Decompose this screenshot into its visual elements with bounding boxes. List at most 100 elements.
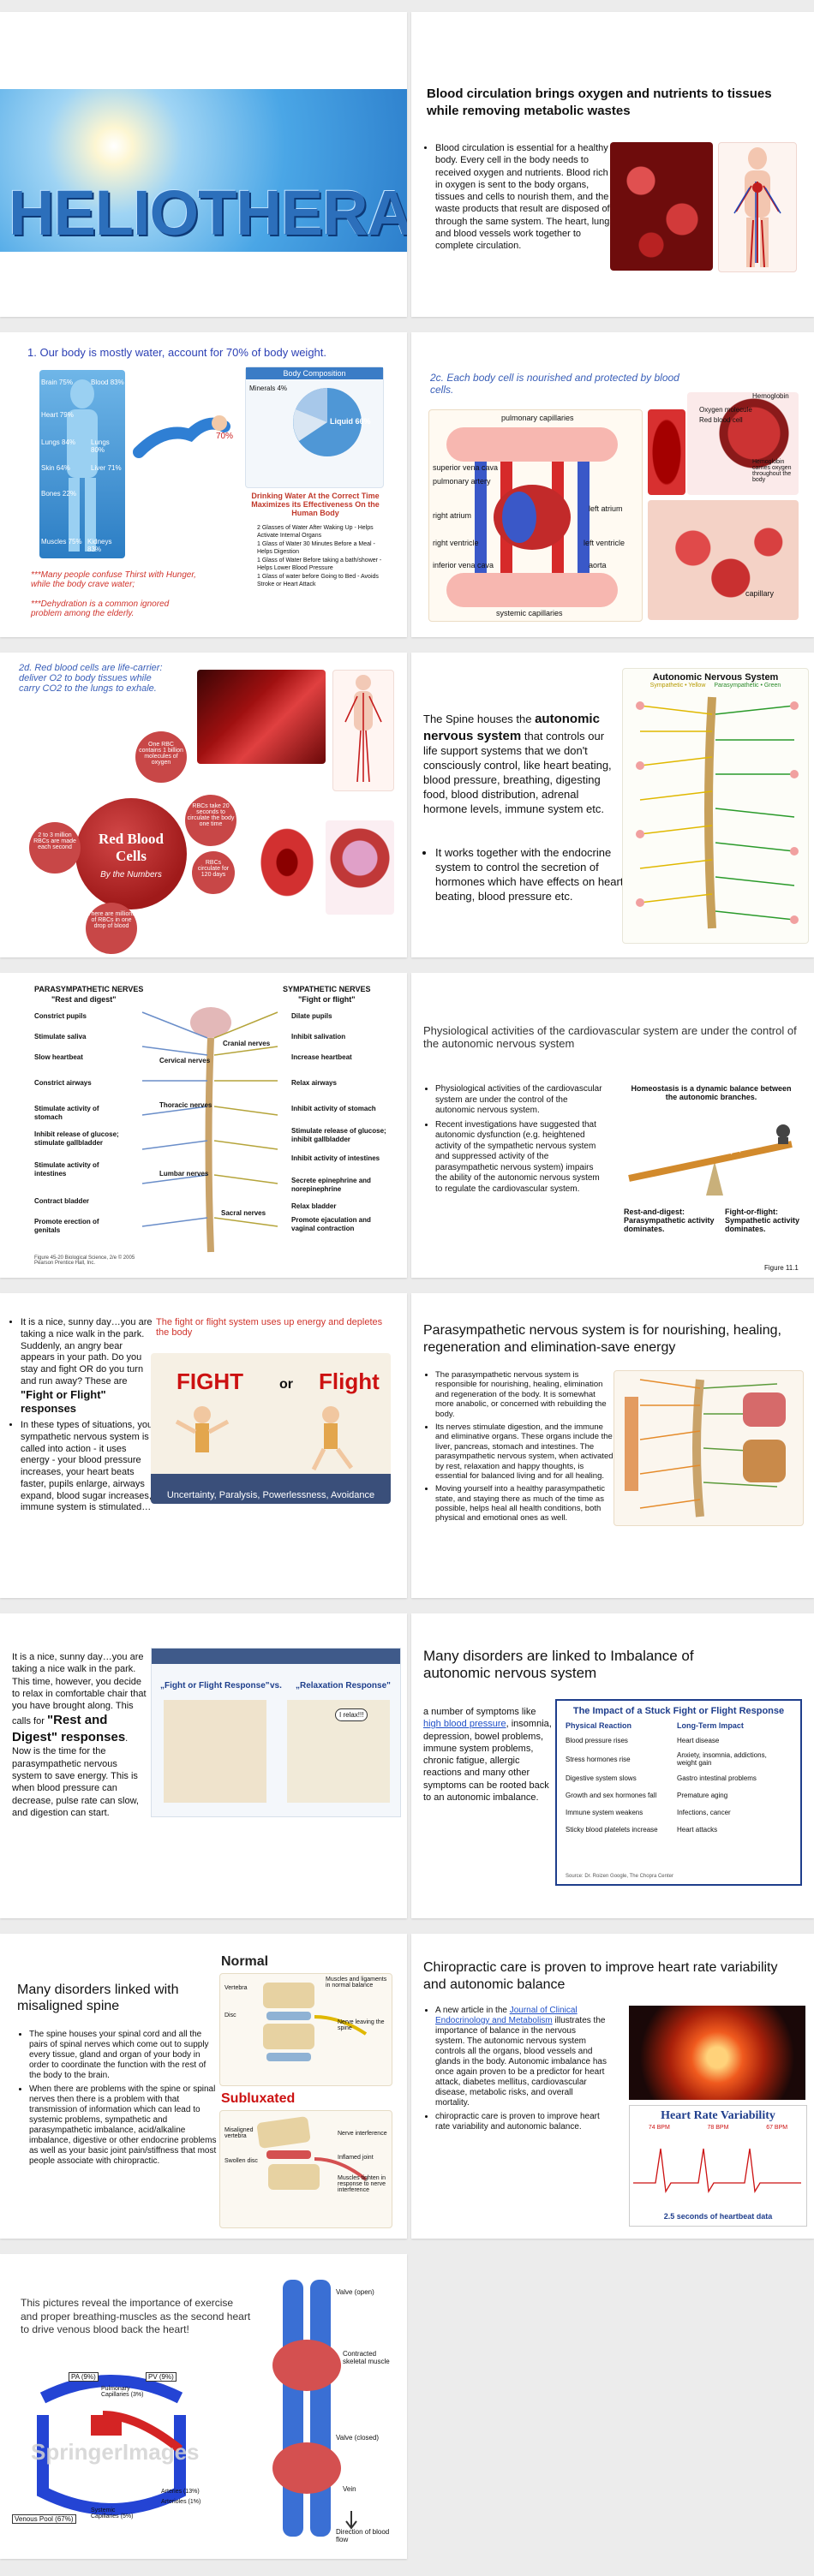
journal-link[interactable]: Journal of Clinical Endocrinology and Me…	[435, 2006, 578, 2025]
sym-item: Relax airways	[291, 1079, 337, 1087]
slide-title: Many disorders linked with misaligned sp…	[17, 1983, 179, 2014]
bullet-strong: "Fight or Flight" responses	[21, 1387, 106, 1416]
ans-diagram: Autonomic Nervous System Sympathetic • Y…	[622, 668, 809, 944]
slide-title: This pictures reveal the importance of e…	[21, 2297, 251, 2336]
circ-label: Arterioles (1%)	[161, 2499, 201, 2505]
pie-label: Minerals 4%	[249, 385, 288, 392]
stat-value: 83%	[87, 546, 102, 553]
slide-bullets: The spine houses your spinal cord and al…	[17, 2030, 218, 2170]
nerve-level: Cranial nerves	[223, 1040, 271, 1047]
bullet-text: A new article in the	[435, 2006, 510, 2015]
diagram-label: pulmonary capillaries	[501, 414, 574, 422]
slide-heliotherapy: HELIOTHERAPY	[0, 12, 407, 317]
parasympathetic-diagram	[613, 1370, 804, 1526]
rbc-center-circle	[75, 798, 187, 909]
subluxated-spine-image	[219, 2110, 392, 2228]
glowing-heart-image	[629, 2006, 805, 2100]
rbc-fact: RBCs take 20 seconds to circulate the bo…	[187, 803, 235, 827]
sym-item: Inhibit activity of stomach	[291, 1105, 376, 1112]
nerve-diagram	[141, 1007, 278, 1253]
cell: Infections, cancer	[677, 1808, 731, 1816]
bullet-text: It is a nice, sunny day…you are taking a…	[21, 1317, 153, 1386]
diagram-label: Hemoglobin carries oxygen throughout the…	[752, 459, 792, 483]
slide-title: Parasympathetic nervous system is for no…	[423, 1323, 781, 1355]
blood-stream-image	[197, 670, 326, 764]
stat-label: Kidneys	[87, 538, 112, 546]
cell: Blood pressure rises	[566, 1736, 628, 1744]
bullet: It works together with the endocrine sys…	[435, 846, 624, 904]
sym-heading: SYMPATHETIC NERVES	[283, 985, 371, 993]
bullet: Moving yourself into a healthy parasympa…	[435, 1484, 615, 1524]
bullet-text: illustrates the importance of balance in…	[435, 2016, 607, 2108]
bullet: When there are problems with the spine o…	[29, 2084, 218, 2167]
rbc-fact-bubble	[192, 851, 235, 894]
relax-bubble: I relax!!!	[335, 1708, 368, 1721]
diagram-label: inferior vena cava	[433, 561, 494, 569]
bpm-label: 67 BPM	[766, 2125, 788, 2131]
bullet: It is a nice, sunny day…you are taking a…	[21, 1317, 158, 1416]
hrv-title: Heart Rate Variability	[661, 2109, 775, 2122]
body-vessels-image	[332, 670, 394, 791]
fight-flight-image: FIGHT or Flight Uncertainty, Paralysis, …	[151, 1353, 391, 1504]
bullet: Recent investigations have suggested tha…	[435, 1120, 607, 1196]
stat-label: Lungs	[91, 438, 110, 446]
figure-caption: Figure 45-20 Biological Science, 2/e © 2…	[34, 1255, 135, 1266]
diagram-label: Hemoglobin	[752, 392, 789, 400]
spine-label: Vertebra	[224, 1985, 248, 1991]
spine-label: Muscles and ligaments in normal balance	[326, 1977, 387, 1989]
stat-label: Heart	[41, 411, 58, 419]
slide-imbalance-disorders: Many disorders are linked to Imbalance o…	[411, 1613, 814, 1918]
nerve-level: Cervical nerves	[159, 1057, 211, 1064]
rbc-center-subtitle: By the Numbers	[100, 870, 162, 880]
bpm-label: 74 BPM	[648, 2125, 670, 2131]
chart-title: Body Composition	[246, 367, 383, 379]
circ-label: Pulmonary Capillaries (3%)	[101, 2386, 144, 2398]
stat-value: 71%	[107, 464, 122, 472]
slide-para-sym-nerves: PARASYMPATHETIC NERVES "Rest and digest"…	[0, 973, 407, 1278]
cell: Immune system weakens	[566, 1808, 643, 1816]
vein-label: Direction of blood flow	[336, 2528, 390, 2543]
cell: Digestive system slows	[566, 1774, 637, 1782]
cell: Gastro intestinal problems	[677, 1774, 757, 1782]
rest-digest-text: It is a nice, sunny day…you are taking a…	[12, 1651, 149, 1819]
cell: Growth and sex hormones fall	[566, 1791, 657, 1799]
slide-bullets: It is a nice, sunny day…you are taking a…	[9, 1317, 158, 1518]
nerve-level: Thoracic nerves	[159, 1101, 212, 1109]
para-item: Contract bladder	[34, 1197, 90, 1205]
circ-label: Venous Pool (67%)	[12, 2514, 76, 2524]
slide-chiropractic-hrv: Chiropractic care is proven to improve h…	[411, 1934, 814, 2239]
stat-value: 80%	[91, 446, 105, 454]
high-bp-link[interactable]: high blood pressure	[423, 1719, 506, 1730]
para-heading: PARASYMPATHETIC NERVES	[34, 985, 144, 993]
sym-item: Stimulate release of glucose; inhibit ga…	[291, 1127, 386, 1143]
diagram-label: pulmonary artery	[433, 477, 491, 486]
bullet: chiropractic care is proven to improve h…	[435, 2112, 607, 2132]
diagram-title: Autonomic Nervous System	[652, 672, 779, 683]
red-blood-cell-image	[648, 409, 685, 495]
water-tip: 2 Glasses of Water After Waking Up - Hel…	[257, 525, 374, 540]
table-title: The Impact of a Stuck Fight or Flight Re…	[572, 1706, 785, 1716]
stat-label: Lungs	[41, 438, 60, 446]
rbc-fact: One RBC contains 1 billion molecules of …	[139, 742, 183, 766]
sym-item: Dilate pupils	[291, 1012, 332, 1020]
spine-label: Swollen disc	[224, 2158, 258, 2164]
para-subheading: "Rest and digest"	[51, 995, 117, 1004]
hrv-chart: Heart Rate Variability 74 BPM 78 BPM 67 …	[629, 2105, 807, 2227]
body-water-infographic: Brain 75% Blood 83% Heart 79% Lungs 84% …	[39, 370, 125, 558]
capillary-image	[648, 500, 799, 620]
col-physical: Physical Reaction	[566, 1721, 632, 1730]
sym-item: Increase heartbeat	[291, 1053, 352, 1061]
relax-response-caption: „Relaxation Response"	[296, 1681, 391, 1690]
circulatory-system-image	[718, 142, 797, 272]
sym-item: Inhibit salivation	[291, 1033, 346, 1041]
stat-label: Muscles	[41, 538, 67, 546]
normal-heading: Normal	[221, 1954, 269, 1969]
slide-bullets: The parasympathetic nervous system is re…	[423, 1370, 615, 1527]
stat-value: 75%	[68, 538, 82, 546]
diagram-label: superior vena cava	[433, 463, 499, 472]
water-tip: 1 Glass of water before Going to Bed - A…	[257, 573, 379, 588]
slide-title: 2c. Each body cell is nourished and prot…	[430, 372, 679, 396]
slide-title: Blood circulation brings oxygen and nutr…	[427, 86, 772, 118]
